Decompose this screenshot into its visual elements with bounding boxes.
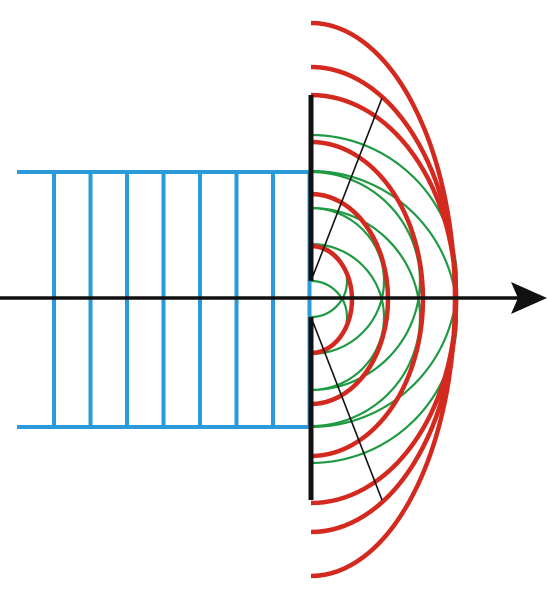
secondary-wavelet xyxy=(310,206,386,356)
axis-arrowhead xyxy=(511,282,547,314)
lower-construction-line xyxy=(310,316,383,501)
secondary-wavelet xyxy=(310,242,386,392)
propagation-axis xyxy=(0,282,547,314)
construction-lines xyxy=(310,97,383,501)
upper-construction-line xyxy=(310,97,383,282)
